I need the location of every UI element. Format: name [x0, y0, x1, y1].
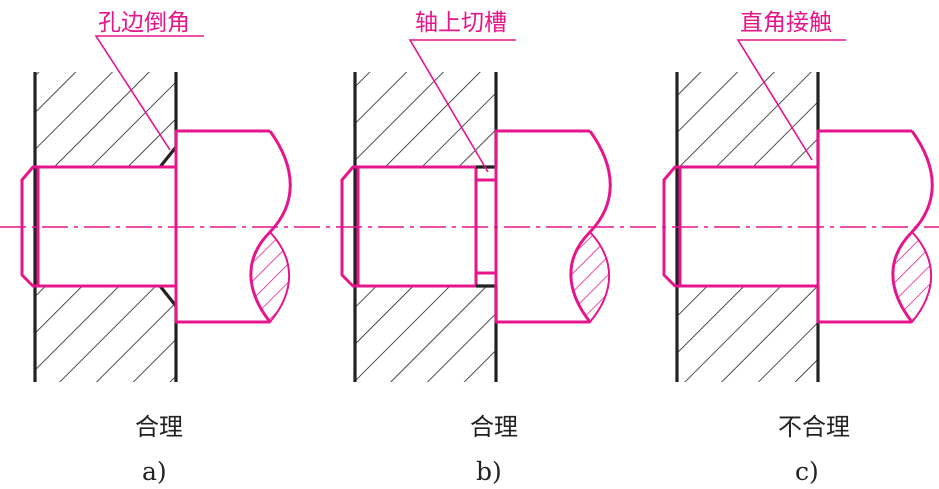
panel-a: 孔边倒角 合理 a)	[20, 10, 292, 486]
figure-label-b: b)	[476, 457, 502, 486]
housing-hatch-upper-c	[677, 72, 818, 167]
housing-hatch-lower-b	[355, 286, 496, 382]
shaft-break-hatch-b	[569, 230, 611, 324]
housing-hatch-lower	[35, 286, 176, 382]
shaft-break-hatch	[249, 230, 291, 324]
panel-c: 直角接触 不合理 c)	[662, 10, 934, 486]
callout-text-b: 轴上切槽	[415, 10, 507, 36]
callout-text-a: 孔边倒角	[98, 10, 190, 36]
callout-leader-a	[94, 35, 204, 151]
housing-hatch-lower-c	[677, 286, 818, 382]
shaft-break-hatch-c	[891, 230, 933, 324]
figure-label-a: a)	[142, 457, 167, 486]
verdict-a: 合理	[135, 413, 183, 441]
callout-leader-b	[408, 39, 516, 173]
callout-leader-c	[736, 39, 846, 161]
panel-b: 轴上切槽 合理 b)	[340, 10, 612, 486]
callout-text-c: 直角接触	[740, 10, 832, 36]
hole-chamfer-upper	[158, 146, 178, 168]
housing-hatch-upper-b	[355, 72, 496, 167]
housing-hatch-upper	[35, 72, 176, 167]
hole-chamfer-lower	[158, 285, 178, 307]
verdict-b: 合理	[470, 413, 518, 441]
verdict-c: 不合理	[778, 413, 850, 441]
figure-label-c: c)	[795, 457, 819, 486]
